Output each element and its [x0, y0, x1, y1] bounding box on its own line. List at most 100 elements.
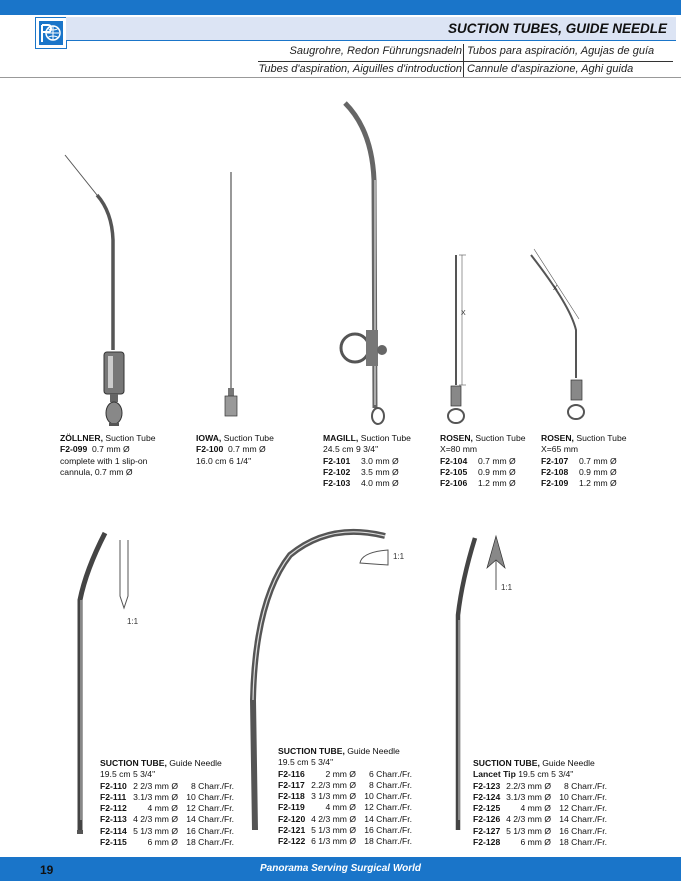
product-charr: 16 Charr./Fr. — [364, 825, 412, 836]
product-charr: 14 Charr./Fr. — [559, 814, 607, 825]
product-size: 2 2/3 mm Ø — [133, 780, 178, 791]
product-spec: 0.9 mm Ø — [579, 466, 617, 477]
dim-label-x-2: X — [553, 285, 558, 292]
product-charr: 6 Charr./Fr. — [369, 768, 412, 779]
product-size: 3.1/3 mm Ø — [506, 791, 551, 802]
iowa-tube-image — [224, 172, 238, 417]
caption-guide-needle-3: SUCTION TUBE, Guide Needle Lancet Tip 19… — [473, 758, 607, 848]
product-code: F2-122 — [278, 836, 306, 847]
product-charr: 18 Charr./Fr. — [364, 836, 412, 847]
product-size: 5 1/3 mm Ø — [133, 825, 178, 836]
header-rule — [0, 77, 681, 78]
product-size: 4 mm Ø — [520, 803, 551, 814]
product-size: 6 mm Ø — [520, 837, 551, 848]
product-code: F2-099 — [60, 444, 88, 455]
caption-guide-needle-2: SUCTION TUBE, Guide Needle 19.5 cm 5 3/4… — [278, 746, 412, 848]
product-charr: 8 Charr./Fr. — [369, 779, 412, 790]
product-size: 4 2/3 mm Ø — [506, 814, 551, 825]
product-code: F2-103 — [323, 478, 351, 489]
product-tip: Lancet Tip — [473, 769, 516, 780]
product-type: Suction Tube — [475, 433, 526, 443]
product-name: SUCTION TUBE, — [100, 758, 167, 768]
dim-label-x-1: X — [461, 310, 466, 317]
product-code: F2-107 — [541, 455, 569, 466]
product-size: 6 mm Ø — [147, 837, 178, 848]
product-charr: 16 Charr./Fr. — [186, 825, 234, 836]
product-code: F2-112 — [100, 803, 127, 814]
product-note: complete with 1 slip-on — [60, 455, 148, 466]
product-name: ROSEN, — [440, 433, 473, 443]
subtitle-fr: Tubes d'aspiration, Aiguilles d'introduc… — [258, 63, 462, 75]
product-size: 2.2/3 mm Ø — [311, 779, 356, 790]
product-charr: 8 Charr./Fr. — [564, 780, 607, 791]
product-code: F2-118 — [278, 791, 305, 802]
product-code: F2-128 — [473, 837, 501, 848]
product-code: F2-111 — [100, 791, 127, 802]
subtitle-rule — [258, 61, 673, 62]
product-charr: 18 Charr./Fr. — [186, 837, 234, 848]
product-code: F2-127 — [473, 825, 501, 836]
page-title: SUCTION TUBES, GUIDE NEEDLE — [447, 21, 667, 36]
product-name: MAGILL, — [323, 433, 359, 443]
product-spec: 0.7 mm Ø — [579, 455, 617, 466]
subtitle-es: Tubos para aspiración, Agujas de guía — [467, 45, 655, 57]
product-code: F2-102 — [323, 466, 351, 477]
product-code: F2-110 — [100, 780, 127, 791]
product-size: 5 1/3 mm Ø — [311, 825, 356, 836]
product-code: F2-123 — [473, 780, 501, 791]
product-charr: 12 Charr./Fr. — [186, 803, 234, 814]
product-size: 4 2/3 mm Ø — [311, 813, 356, 824]
page-number: 19 — [40, 863, 54, 877]
product-size: 4 mm Ø — [147, 803, 178, 814]
product-code: F2-116 — [278, 768, 305, 779]
product-spec: 0.7 mm Ø — [478, 455, 516, 466]
product-code: F2-104 — [440, 455, 468, 466]
product-type: Suction Tube — [105, 433, 156, 443]
product-length: 19.5 cm 5 3/4" — [100, 769, 156, 780]
caption-iowa: IOWA, Suction Tube F2-100 0.7 mm Ø 16.0 … — [196, 433, 274, 467]
product-charr: 12 Charr./Fr. — [559, 803, 607, 814]
product-size: 5 1/3 mm Ø — [506, 825, 551, 836]
product-charr: 10 Charr./Fr. — [559, 791, 607, 802]
product-name: IOWA, — [196, 433, 222, 443]
product-type: Guide Needle — [542, 758, 595, 768]
product-type: Suction Tube — [576, 433, 627, 443]
product-charr: 8 Charr./Fr. — [191, 780, 234, 791]
product-code: F2-105 — [440, 466, 468, 477]
product-code: F2-100 — [196, 444, 224, 455]
guide-needle-1-image — [77, 531, 129, 834]
product-spec: 4.0 mm Ø — [361, 478, 399, 489]
product-spec: 0.7 mm Ø — [92, 444, 130, 455]
subtitle-de: Saugrohre, Redon Führungsnadeln — [289, 45, 462, 57]
scale-label-1: 1:1 — [127, 617, 139, 626]
product-length: 19.5 cm 5 3/4" — [278, 757, 334, 768]
product-charr: 12 Charr./Fr. — [364, 802, 412, 813]
product-name: SUCTION TUBE, — [278, 746, 345, 756]
product-code: F2-117 — [278, 779, 305, 790]
product-code: F2-114 — [100, 825, 127, 836]
rosen-80-tube-image: X — [447, 254, 466, 424]
product-spec: 0.9 mm Ø — [478, 466, 516, 477]
product-note: cannula, 0.7 mm Ø — [60, 466, 133, 477]
product-size: 2.2/3 mm Ø — [506, 780, 551, 791]
caption-guide-needle-1: SUCTION TUBE, Guide Needle 19.5 cm 5 3/4… — [100, 758, 234, 848]
product-charr: 16 Charr./Fr. — [559, 825, 607, 836]
product-type: Guide Needle — [169, 758, 222, 768]
zollner-tube-image — [64, 154, 125, 426]
subtitle-it: Cannule d'aspirazione, Aghi guida — [467, 63, 634, 75]
subtitle-divider — [463, 44, 464, 77]
product-charr: 10 Charr./Fr. — [364, 791, 412, 802]
size-table: F2-123 2.2/3 mm Ø 8 Charr./Fr. F2-124 3.1/3… — [473, 781, 607, 849]
product-code: F2-108 — [541, 466, 569, 477]
product-spec: 0.7 mm Ø — [228, 444, 266, 455]
product-code: F2-109 — [541, 478, 569, 489]
guide-needle-2-image — [249, 528, 389, 831]
product-charr: 14 Charr./Fr. — [364, 813, 412, 824]
product-code: F2-124 — [473, 791, 501, 802]
scale-label-2: 1:1 — [393, 552, 405, 561]
product-spec: 3.0 mm Ø — [361, 455, 399, 466]
